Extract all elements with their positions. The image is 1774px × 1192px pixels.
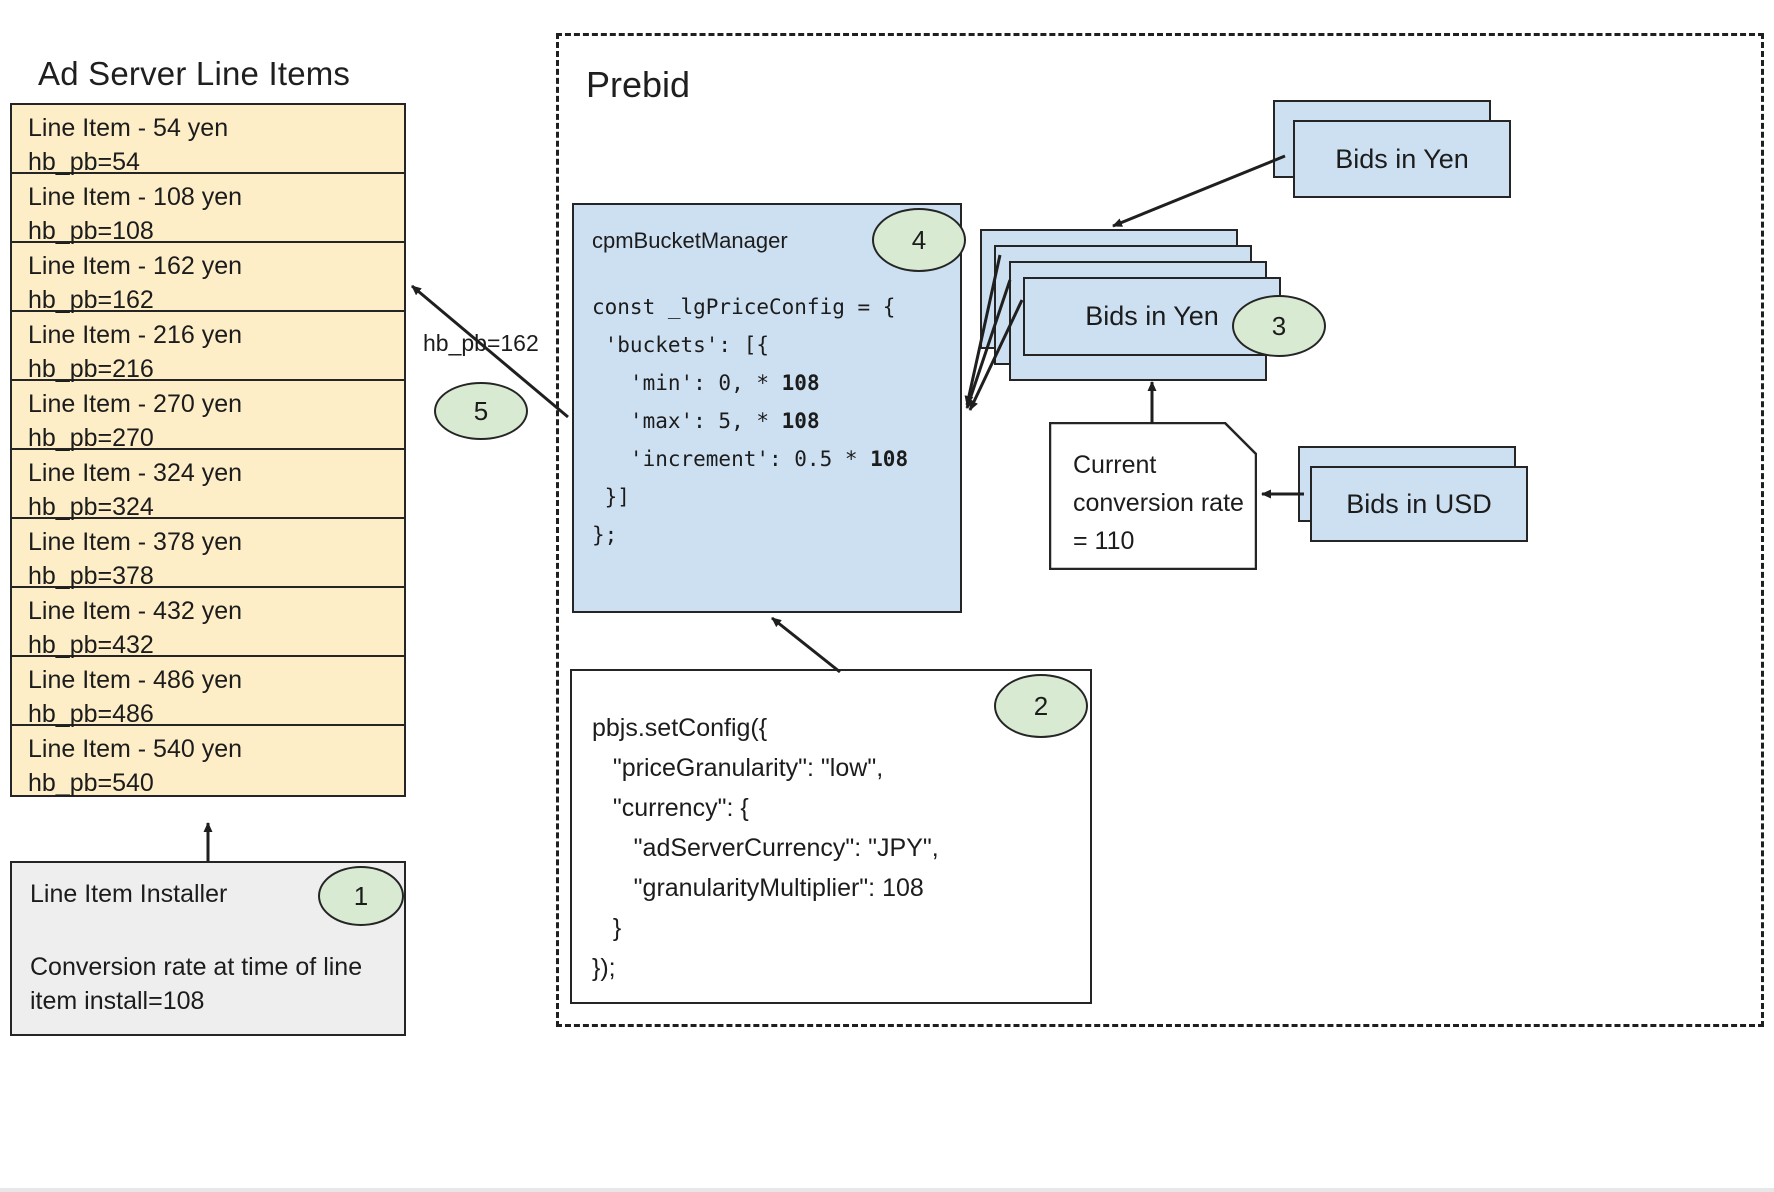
line-item-name: Line Item - 432 yen: [28, 597, 243, 625]
line-item-name: Line Item - 486 yen: [28, 666, 243, 694]
step-bubble-1: 1: [318, 866, 404, 926]
line-item-key: hb_pb=162: [28, 286, 154, 314]
bids-in-yen-label: Bids in Yen: [1085, 301, 1219, 331]
line-item-row[interactable]: Line Item - 270 yen hb_pb=270: [12, 381, 404, 452]
line-item-row[interactable]: Line Item - 54 yen hb_pb=54: [12, 105, 404, 176]
bids-in-yen-incoming-card[interactable]: Bids in Yen: [1293, 120, 1511, 198]
ad-server-title: Ad Server Line Items: [38, 55, 351, 92]
line-item-key: hb_pb=270: [28, 424, 154, 452]
line-item-row[interactable]: Line Item - 162 yen hb_pb=162: [12, 243, 404, 314]
conversion-rate-note: [1049, 422, 1257, 570]
line-item-row[interactable]: Line Item - 378 yen hb_pb=378: [12, 519, 404, 590]
line-item-key: hb_pb=216: [28, 355, 154, 383]
line-item-key: hb_pb=54: [28, 148, 140, 176]
prebid-title: Prebid: [586, 64, 691, 105]
prebid-container: [556, 33, 1764, 1027]
bottom-rule: [0, 1188, 1774, 1192]
conversion-rate-note-text: Current conversion rate = 110: [1073, 451, 1244, 555]
line-item-name: Line Item - 270 yen: [28, 390, 243, 418]
line-item-name: Line Item - 540 yen: [28, 735, 243, 763]
step-bubble-4: 4: [872, 208, 966, 272]
cpm-bucket-manager-title: cpmBucketManager: [592, 228, 788, 253]
hb-pb-edge-label: hb_pb=162: [423, 330, 539, 356]
line-item-row[interactable]: Line Item - 324 yen hb_pb=324: [12, 450, 404, 521]
line-item-row[interactable]: Line Item - 108 yen hb_pb=108: [12, 174, 404, 245]
line-item-row[interactable]: Line Item - 486 yen hb_pb=486: [12, 657, 404, 728]
line-item-row[interactable]: Line Item - 540 yen hb_pb=540: [12, 726, 404, 797]
bids-in-yen-incoming-label: Bids in Yen: [1335, 144, 1469, 174]
line-item-name: Line Item - 378 yen: [28, 528, 243, 556]
set-config-code: pbjs.setConfig({ "priceGranularity": "lo…: [592, 714, 939, 982]
line-item-name: Line Item - 54 yen: [28, 114, 229, 142]
line-item-name: Line Item - 162 yen: [28, 252, 243, 280]
line-item-key: hb_pb=432: [28, 631, 154, 659]
line-item-key: hb_pb=324: [28, 493, 154, 521]
cpm-bucket-manager-box[interactable]: [572, 203, 962, 613]
step-bubble-2: 2: [994, 674, 1088, 738]
cpm-bucket-manager-code: const _lgPriceConfig = { 'buckets': [{ '…: [592, 295, 909, 547]
step-bubble-5: 5: [434, 382, 528, 440]
line-item-row[interactable]: Line Item - 216 yen hb_pb=216: [12, 312, 404, 383]
line-item-name: Line Item - 108 yen: [28, 183, 243, 211]
line-item-key: hb_pb=540: [28, 769, 154, 797]
line-item-installer-note: Conversion rate at time of line item ins…: [30, 953, 363, 1015]
line-item-name: Line Item - 216 yen: [28, 321, 243, 349]
line-item-row[interactable]: Line Item - 432 yen hb_pb=432: [12, 588, 404, 659]
bids-in-usd-label: Bids in USD: [1346, 489, 1492, 519]
line-item-key: hb_pb=108: [28, 217, 154, 245]
line-item-key: hb_pb=378: [28, 562, 154, 590]
line-item-name: Line Item - 324 yen: [28, 459, 243, 487]
bids-in-usd-card[interactable]: Bids in USD: [1310, 466, 1528, 542]
step-bubble-3: 3: [1232, 295, 1326, 357]
line-items-table: Line Item - 54 yen hb_pb=54 Line Item - …: [10, 103, 406, 797]
line-item-key: hb_pb=486: [28, 700, 154, 728]
line-item-installer-title: Line Item Installer: [30, 880, 228, 908]
